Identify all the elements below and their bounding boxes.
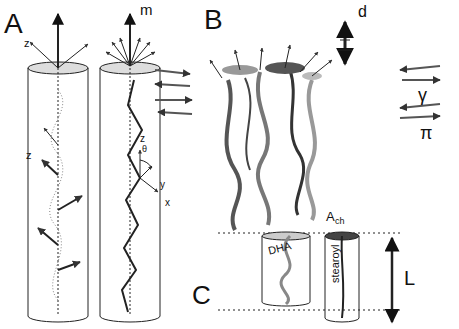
panel-letter: C — [192, 282, 211, 308]
axis-label: z — [24, 38, 30, 49]
symbol-label: γ — [418, 86, 427, 104]
chain-label: DHA — [267, 239, 292, 256]
vector-label: m — [140, 2, 153, 17]
panel-letter: A — [4, 10, 23, 38]
area-label: ch — [335, 217, 345, 226]
axis-label: z — [140, 134, 145, 144]
symbol-label: π — [420, 124, 432, 142]
area-label: A — [326, 210, 335, 223]
vector-label: d — [358, 4, 367, 20]
axis-label: y — [160, 180, 165, 190]
panel-letter: B — [204, 6, 223, 34]
axis-label: x — [165, 198, 170, 208]
chain-label: stearoyl — [329, 244, 341, 283]
lipid-cylinder: stearoyl — [325, 236, 359, 318]
axis-label: z — [26, 150, 32, 161]
length-label: L — [404, 268, 415, 288]
angle-label: θ — [142, 145, 147, 154]
lipid-cylinder: DHA — [262, 236, 310, 304]
